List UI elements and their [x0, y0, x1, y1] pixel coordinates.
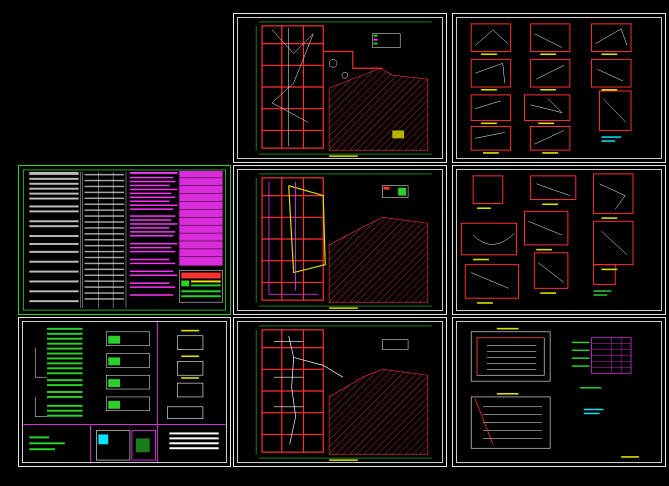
- sheet-inner-frame: [237, 169, 443, 311]
- riser-diagram-sheet[interactable]: [18, 317, 231, 467]
- riser-diagram-drawing: [23, 321, 226, 463]
- room-detail-sheet-1[interactable]: [452, 13, 666, 163]
- floor-plan-sheet-2[interactable]: [233, 165, 447, 315]
- sheet-inner-frame: [237, 17, 443, 159]
- sheet-inner-frame: [456, 17, 662, 159]
- floor-plan-drawing: [255, 21, 432, 157]
- floor-plan-sheet-3[interactable]: [233, 317, 447, 467]
- legend-schedule-drawing: [22, 169, 227, 311]
- hall-layout-drawing: [470, 327, 639, 458]
- sheet-inner-frame: [22, 321, 227, 463]
- legend-schedule-sheet[interactable]: [18, 165, 231, 315]
- room-detail-drawing: [470, 23, 632, 154]
- room-detail-drawing: [460, 173, 634, 304]
- sheet-inner-frame: [456, 321, 662, 463]
- sheet-inner-frame: [237, 321, 443, 463]
- floor-plan-drawing: [255, 325, 432, 461]
- room-detail-sheet-2[interactable]: [452, 165, 666, 315]
- sheet-inner-frame: [456, 169, 662, 311]
- hall-layout-sheet[interactable]: [452, 317, 666, 467]
- floor-plan-sheet-1[interactable]: [233, 13, 447, 163]
- floor-plan-drawing: [255, 173, 432, 309]
